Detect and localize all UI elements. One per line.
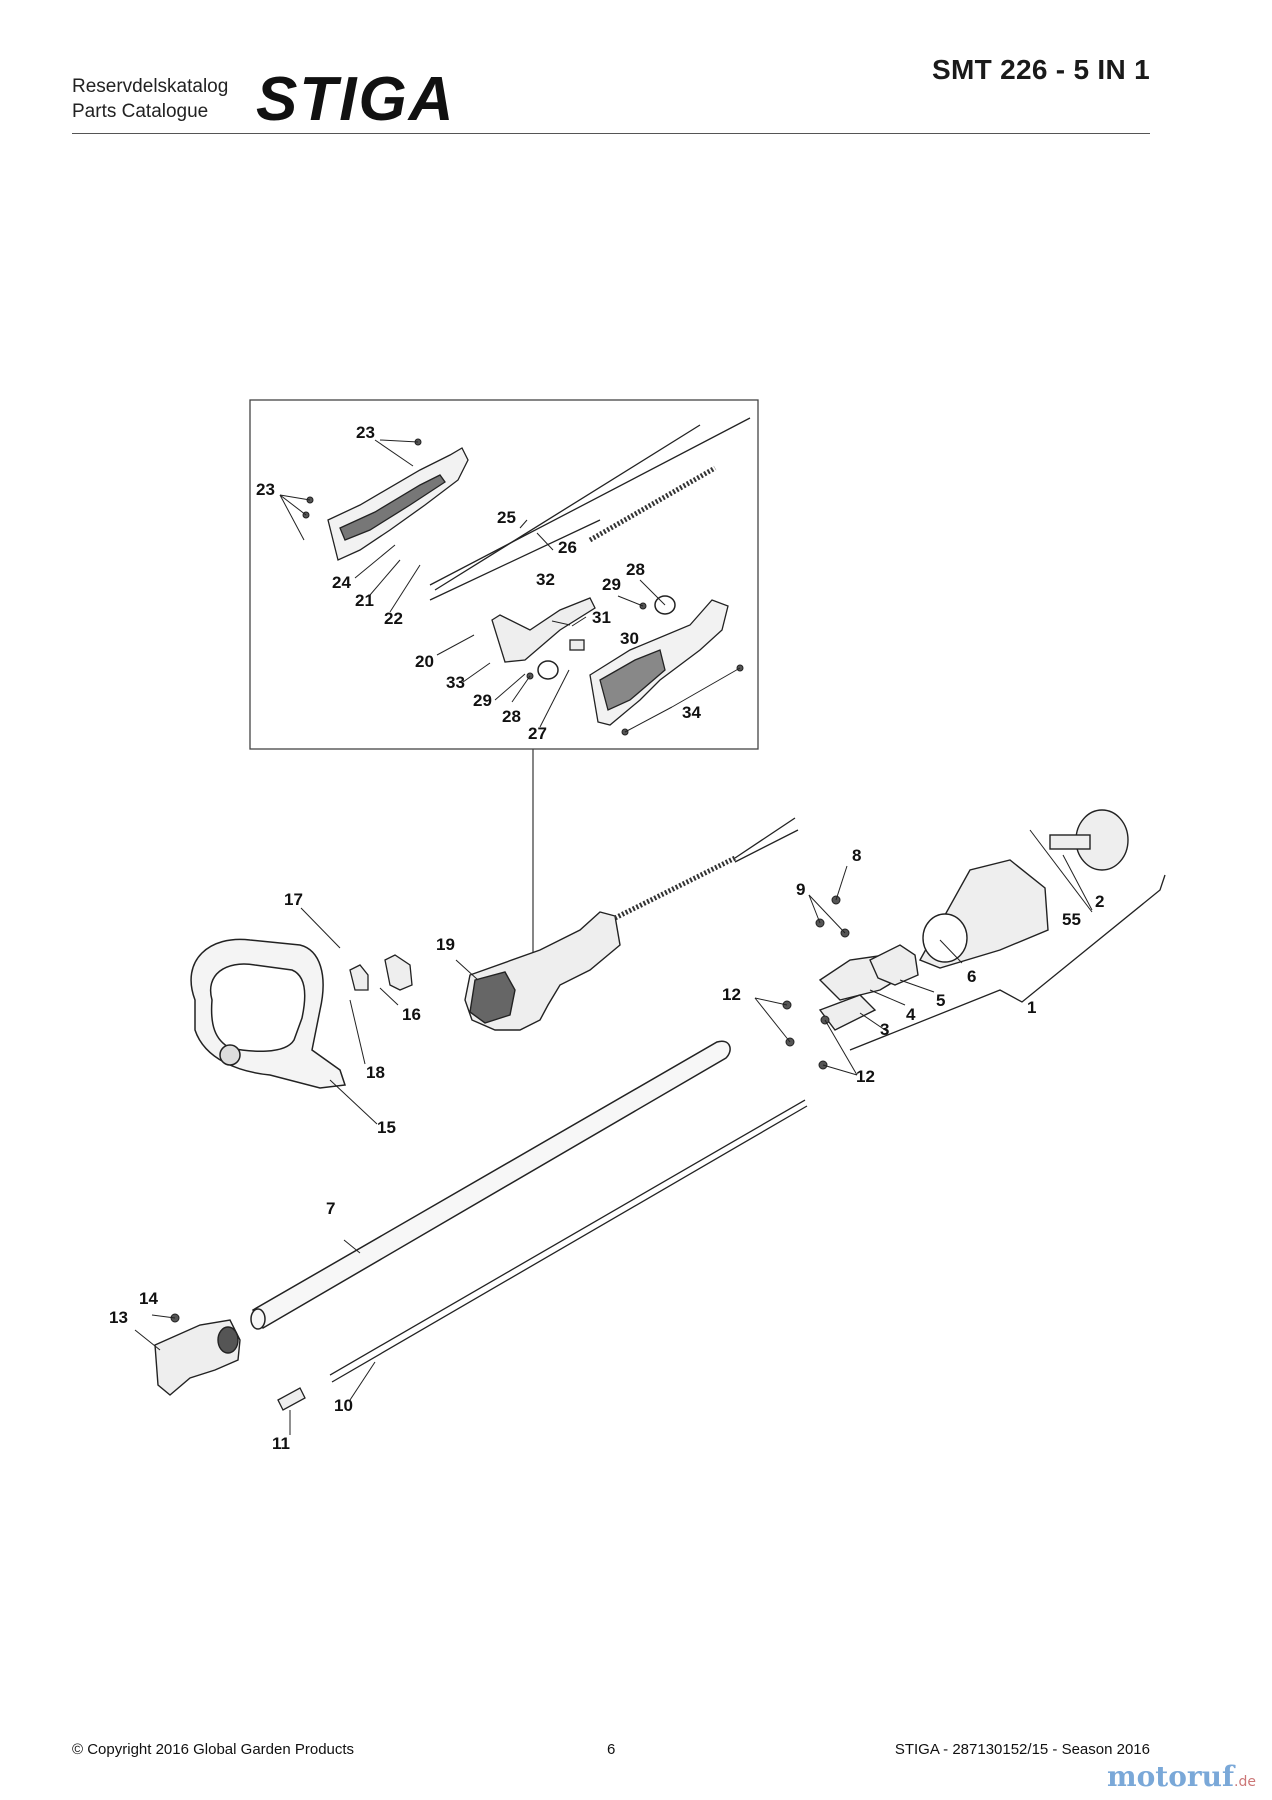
watermark-suffix: .de <box>1234 1774 1256 1790</box>
coupling-head <box>154 1319 241 1396</box>
flexible-drive-shaft <box>613 855 737 921</box>
part-label-8: 8 <box>852 846 861 865</box>
throttle-cables <box>429 417 751 601</box>
stiga-logo: STIGA <box>256 68 455 126</box>
part-label-31: 31 <box>592 608 611 627</box>
part-label-3: 3 <box>880 1020 889 1039</box>
part-label-27: 27 <box>528 724 547 743</box>
catalog-title-english: Parts Catalogue <box>72 101 209 122</box>
watermark: motoruf.de <box>1107 1760 1256 1793</box>
part-label-33: 33 <box>446 673 465 692</box>
part-label-10: 10 <box>334 1396 353 1415</box>
drive-shaft <box>329 1099 808 1383</box>
stiga-logo-text: STIGA <box>256 68 455 126</box>
part-label-16: 16 <box>402 1005 421 1024</box>
part-label-25: 25 <box>497 508 516 527</box>
part-label-12a: 12 <box>722 985 741 1004</box>
part-label-24: 24 <box>332 573 351 592</box>
part-label-29b: 29 <box>473 691 492 710</box>
part-label-20: 20 <box>415 652 434 671</box>
drive-tube <box>250 1040 731 1330</box>
leader-lines <box>134 439 1093 1435</box>
part-label-11: 11 <box>272 1434 290 1453</box>
part-label-14: 14 <box>139 1289 158 1308</box>
part-label-5: 5 <box>936 991 945 1010</box>
part-label-4: 4 <box>906 1005 916 1024</box>
part-label-22: 22 <box>384 609 403 628</box>
part-label-21: 21 <box>355 591 374 610</box>
part-label-13: 13 <box>109 1308 128 1327</box>
catalog-title-swedish: Reservdelskatalog <box>72 76 229 97</box>
part-label-29a: 29 <box>602 575 621 594</box>
part-label-17: 17 <box>284 890 303 909</box>
part-label-28b: 28 <box>502 707 521 726</box>
part-label-32: 32 <box>536 570 555 589</box>
watermark-text: motoruf <box>1106 1760 1235 1793</box>
clutch-bracket-outline <box>849 874 1166 1051</box>
part-label-34: 34 <box>682 703 701 722</box>
copyright-notice: © Copyright 2016 Global Garden Products <box>72 1741 355 1758</box>
part-label-19: 19 <box>436 935 455 954</box>
part-label-18: 18 <box>366 1063 385 1082</box>
small-screws <box>302 438 744 736</box>
clutch-drum <box>1049 809 1129 871</box>
part-label-30: 30 <box>620 629 639 648</box>
catalog-title: Reservdelskatalog Parts Catalogue <box>72 74 228 124</box>
control-cables <box>734 817 799 863</box>
part-label-28a: 28 <box>626 560 645 579</box>
part-label-1: 1 <box>1027 998 1036 1017</box>
clamp-and-bracket <box>349 954 413 991</box>
engine-handle-housing <box>464 911 621 1031</box>
part-label-12b: 12 <box>856 1067 875 1086</box>
throttle-trigger-assembly <box>491 597 596 663</box>
document-reference: STIGA - 287130152/15 - Season 2016 <box>894 1741 1150 1758</box>
clutch-assembly <box>818 859 1049 1031</box>
model-name: SMT 226 - 5 IN 1 <box>932 54 1150 85</box>
throttle-handle-right-half <box>589 599 729 726</box>
throttle-handle-left-half <box>327 447 469 561</box>
part-label-23a: 23 <box>356 423 375 442</box>
part-label-9: 9 <box>796 880 805 899</box>
part-label-2: 2 <box>1095 892 1104 911</box>
flex-shaft-spring <box>588 465 717 543</box>
shaft-bushing <box>277 1387 306 1411</box>
inset-detail-box <box>249 399 759 965</box>
part-label-26: 26 <box>558 538 577 557</box>
header-divider <box>72 133 1150 134</box>
page-number: 6 <box>607 1741 616 1758</box>
part-label-15: 15 <box>377 1118 396 1137</box>
part-label-6: 6 <box>967 967 976 986</box>
part-label-55: 55 <box>1062 910 1081 929</box>
part-label-23b: 23 <box>256 480 275 499</box>
part-label-7: 7 <box>326 1199 335 1218</box>
hose-clamps <box>537 595 676 680</box>
loop-handle <box>190 938 347 1089</box>
